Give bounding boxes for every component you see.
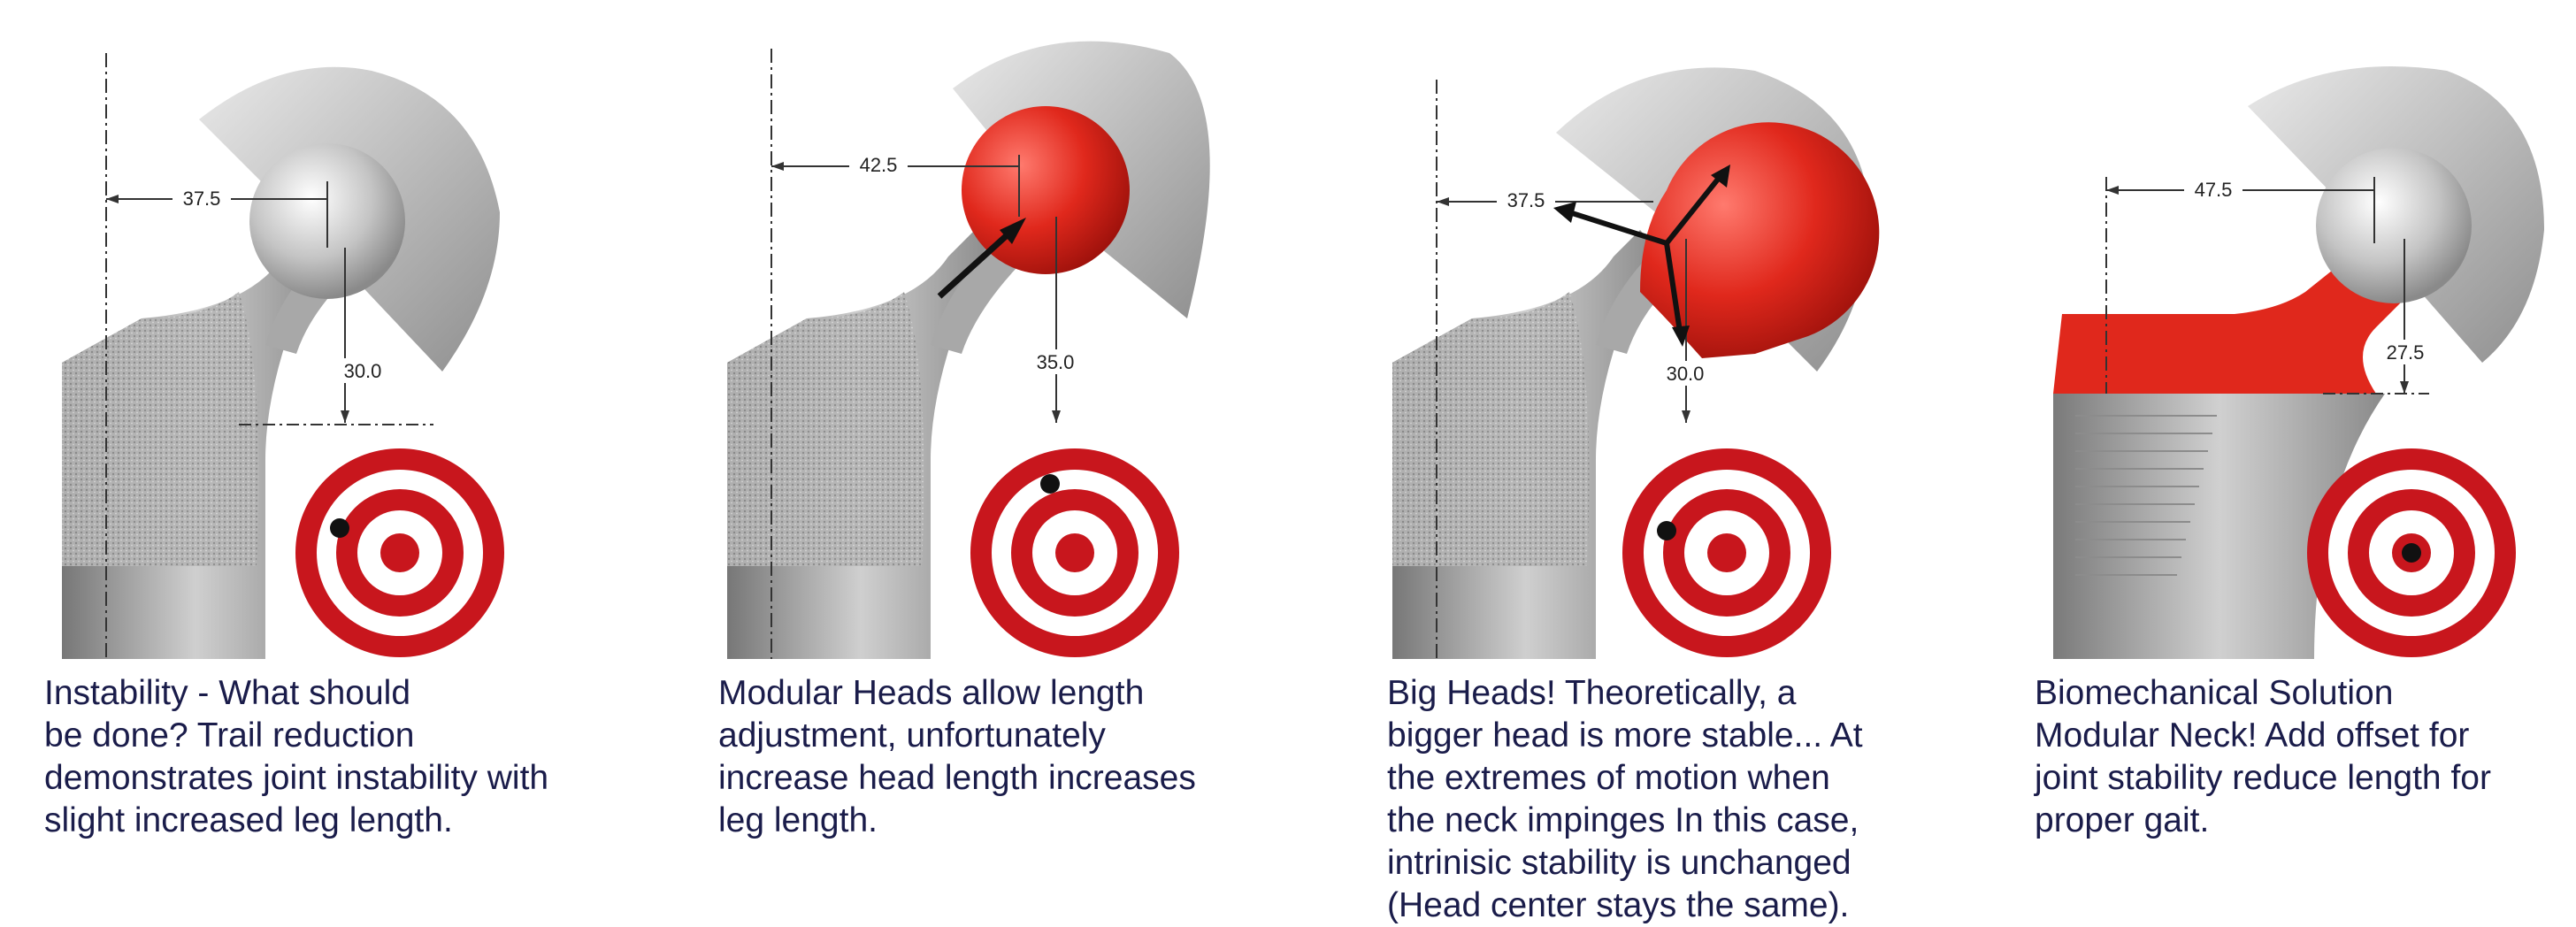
panel-instability: 37.5 30.0 Instability - What should be d… [0,0,672,915]
panel-caption: Big Heads! Theoretically, a bigger head … [1387,672,1918,927]
offset-label: 37.5 [183,188,221,210]
target-icon [295,448,504,657]
hip-implant-diagram: 37.5 30.0 [1348,0,2020,672]
panel-caption: Instability - What should be done? Trail… [44,672,575,842]
offset-label: 47.5 [2195,179,2233,201]
panel-caption: Modular Heads allow length adjustment, u… [718,672,1249,842]
target-icon [970,448,1179,657]
length-label: 30.0 [344,360,382,382]
target-hit-marker [330,518,349,538]
target-icon [2307,448,2516,657]
length-label: 30.0 [1667,363,1705,385]
panel-caption: Biomechanical Solution Modular Neck! Add… [2035,672,2565,842]
target-hit-marker [2402,543,2421,563]
hip-implant-diagram: 37.5 30.0 [0,0,672,672]
panel-modular-heads: 42.5 35.0 Modular Heads allow length adj… [674,0,1346,915]
length-label: 35.0 [1037,351,1075,373]
hip-implant-diagram: 42.5 35.0 [674,0,1346,672]
target-hit-marker [1657,521,1676,540]
porous-coating [62,292,259,566]
length-label: 27.5 [2387,341,2425,364]
porous-coating [727,292,924,566]
offset-label: 42.5 [860,154,898,176]
femoral-head [2316,148,2472,303]
hip-implant-diagram: 47.5 27.5 [2022,0,2576,672]
panel-modular-neck: 47.5 27.5 Biomechanical Solution Modular… [2022,0,2576,915]
offset-label: 37.5 [1507,189,1545,211]
panel-big-heads: 37.5 30.0 Big Heads! Theoretically, a bi… [1348,0,2020,915]
femoral-head [962,106,1130,274]
porous-coating [1392,292,1590,566]
target-hit-marker [1040,474,1060,494]
target-icon [1622,448,1831,657]
